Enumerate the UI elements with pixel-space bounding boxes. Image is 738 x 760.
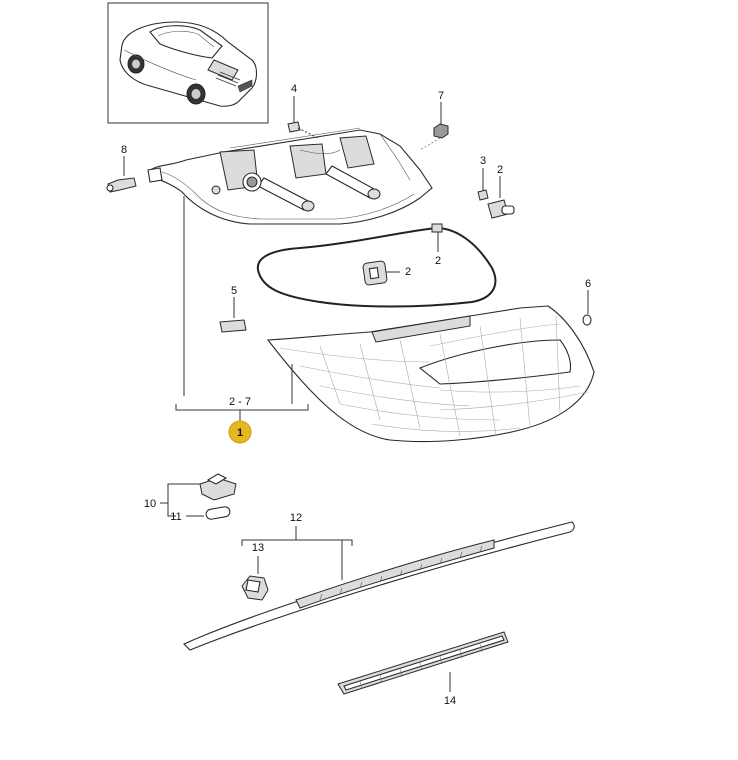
highlight-callout-1[interactable]: 1	[228, 420, 252, 444]
callout-2-7: 2 - 7	[229, 396, 251, 408]
callout-10: 10	[144, 498, 156, 510]
part-2-bulb-holder	[487, 176, 515, 219]
tail-lamp-housing	[147, 127, 433, 225]
callout-3: 3	[480, 155, 486, 167]
callout-1: 1	[237, 427, 243, 439]
part-12-brake-light	[183, 521, 575, 651]
callout-5: 5	[231, 285, 237, 297]
callout-labels: 4 7 8 3 2 2 2 5 6 2 - 7 10 11 12 13 14	[121, 83, 591, 707]
tail-lamp-lens	[266, 305, 595, 443]
part-10-11-group	[160, 473, 237, 520]
part-2-clip	[362, 260, 400, 286]
part-4-screw	[287, 96, 319, 139]
bracket-2-7	[175, 196, 309, 422]
callout-2-holder: 2	[497, 164, 503, 176]
callout-13: 13	[252, 542, 264, 554]
callout-14: 14	[444, 695, 456, 707]
callout-2-gasket: 2	[435, 255, 441, 267]
part-7-nut	[419, 102, 449, 151]
callout-11: 11	[170, 511, 181, 523]
callout-6: 6	[585, 278, 591, 290]
callout-12: 12	[290, 512, 302, 524]
car-thumbnail	[107, 2, 269, 124]
callout-7: 7	[438, 90, 444, 102]
part-14-led-strip	[337, 631, 509, 695]
part-8-bolt	[106, 156, 137, 193]
gasket-loop	[256, 223, 497, 308]
part-13-clip	[241, 556, 269, 601]
callout-4: 4	[291, 83, 297, 95]
part-6-grommet	[582, 290, 592, 326]
callout-8: 8	[121, 144, 127, 156]
highlight-circle[interactable]	[228, 420, 252, 444]
callout-2-clip: 2	[405, 266, 411, 278]
part-5-pad	[219, 297, 247, 333]
part-3-screw	[477, 168, 489, 201]
